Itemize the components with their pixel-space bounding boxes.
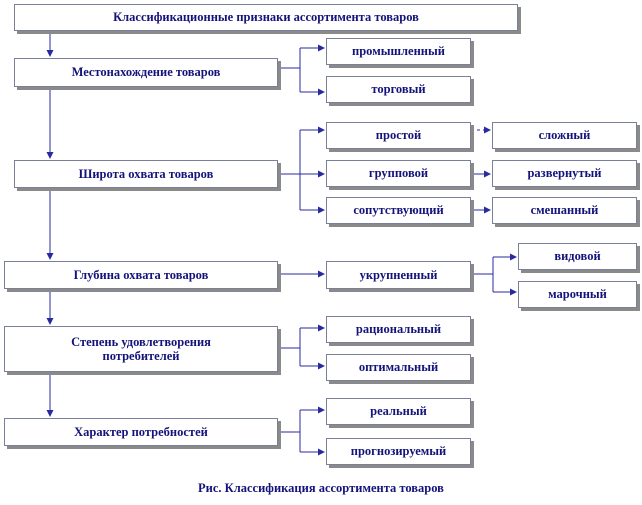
type-forecast: прогнозируемый [326, 438, 471, 465]
criterion-depth: Глубина охвата товаров [4, 261, 278, 289]
criterion-location-label: Местонахождение товаров [71, 65, 221, 80]
criterion-satisfaction: Степень удовлетворения потребителей [4, 326, 278, 372]
type-expanded-label: развернутый [527, 166, 602, 181]
criterion-satisfaction-label: Степень удовлетворения потребителей [71, 334, 211, 363]
depth-connectors [278, 253, 517, 296]
type-consolidated: укрупненный [326, 261, 471, 289]
type-mixed: смешанный [492, 197, 637, 224]
type-species: видовой [518, 243, 637, 270]
title-text: Классификационные признаки ассортимента … [113, 10, 419, 25]
type-species-label: видовой [554, 249, 601, 264]
type-complex-label: сложный [538, 128, 591, 143]
type-accompanying-label: сопутствующий [353, 203, 444, 218]
criterion-breadth-label: Широта охвата товаров [78, 166, 214, 181]
type-trade-label: торговый [371, 82, 426, 97]
type-expanded: развернутый [492, 160, 637, 187]
type-accompanying: сопутствующий [326, 197, 471, 224]
criterion-needs: Характер потребностей [4, 418, 278, 446]
satisfaction-connectors [278, 324, 325, 370]
criterion-location: Местонахождение товаров [14, 58, 278, 87]
criterion-needs-label: Характер потребностей [74, 424, 208, 439]
type-mixed-label: смешанный [530, 203, 599, 218]
type-industrial-label: промышленный [352, 44, 445, 59]
criterion-depth-label: Глубина охвата товаров [73, 267, 209, 282]
type-rational: рациональный [326, 316, 471, 343]
type-real-label: реальный [370, 404, 427, 419]
breadth-connectors [278, 126, 491, 214]
type-brand-label: марочный [548, 287, 607, 302]
type-optimal-label: оптимальный [358, 360, 439, 375]
type-simple: простой [326, 122, 471, 149]
type-rational-label: рациональный [355, 322, 442, 337]
criterion-breadth: Широта охвата товаров [14, 160, 278, 188]
type-consolidated-label: укрупненный [359, 267, 438, 282]
needs-connectors [278, 406, 325, 456]
location-connectors [278, 44, 325, 96]
type-forecast-label: прогнозируемый [350, 444, 447, 459]
type-brand: марочный [518, 281, 637, 308]
title-box: Классификационные признаки ассортимента … [14, 4, 518, 31]
type-group: групповой [326, 160, 471, 187]
type-group-label: групповой [368, 166, 429, 181]
type-industrial: промышленный [326, 38, 471, 65]
type-real: реальный [326, 398, 471, 425]
type-optimal: оптимальный [326, 354, 471, 381]
type-complex: сложный [492, 122, 637, 149]
figure-caption: Рис. Классификация ассортимента товаров [198, 481, 444, 495]
type-simple-label: простой [375, 128, 422, 143]
type-trade: торговый [326, 76, 471, 103]
